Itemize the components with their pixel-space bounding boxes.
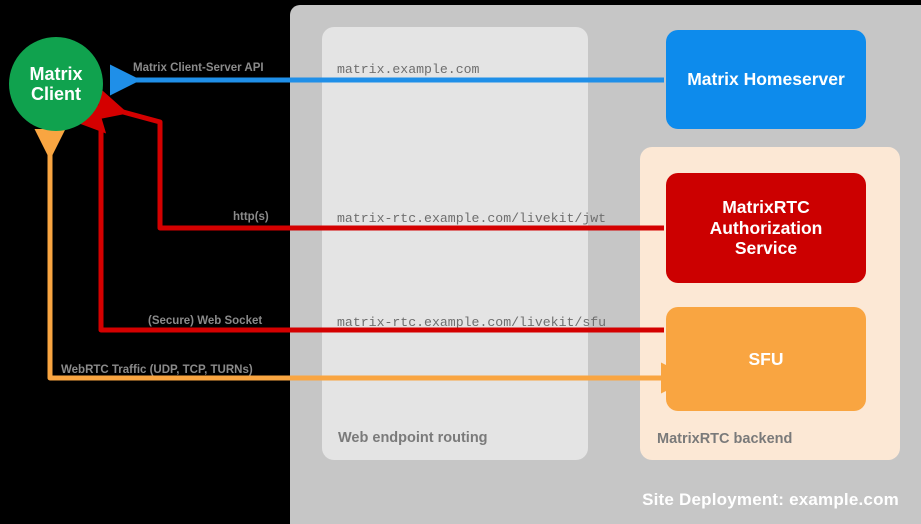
arrow-https-auth [94, 90, 664, 231]
auth-service-line2: Authorization [709, 217, 823, 238]
arrow-webrtc-traffic [34, 128, 692, 394]
auth-service-line3: Service [734, 238, 798, 259]
web-endpoint-routing-label: Web endpoint routing [338, 430, 488, 446]
auth-service-line1: MatrixRTC [722, 197, 810, 218]
flow-label-client-server-api: Matrix Client-Server API [133, 62, 264, 74]
matrixrtc-backend-label: MatrixRTC backend [657, 431, 793, 447]
flow-label-https: http(s) [233, 211, 269, 223]
flow-label-websocket: (Secure) Web Socket [148, 315, 263, 327]
matrix-client-line2: Client [30, 84, 81, 104]
arrow-websocket-sfu [73, 100, 664, 333]
endpoint-matrix-domain: matrix.example.com [337, 62, 480, 77]
sfu-label: SFU [748, 348, 784, 369]
site-deployment-title: Site Deployment: example.com [642, 490, 899, 509]
node-matrixrtc-authorization-service: MatrixRTC Authorization Service [666, 173, 866, 283]
node-matrix-client: Matrix Client [9, 37, 103, 131]
matrix-client-line1: Matrix [29, 63, 83, 84]
node-matrix-homeserver: Matrix Homeserver [666, 30, 866, 129]
flow-label-webrtc: WebRTC Traffic (UDP, TCP, TURNs) [61, 364, 253, 376]
matrix-homeserver-label: Matrix Homeserver [687, 69, 845, 90]
node-sfu: SFU [666, 307, 866, 411]
